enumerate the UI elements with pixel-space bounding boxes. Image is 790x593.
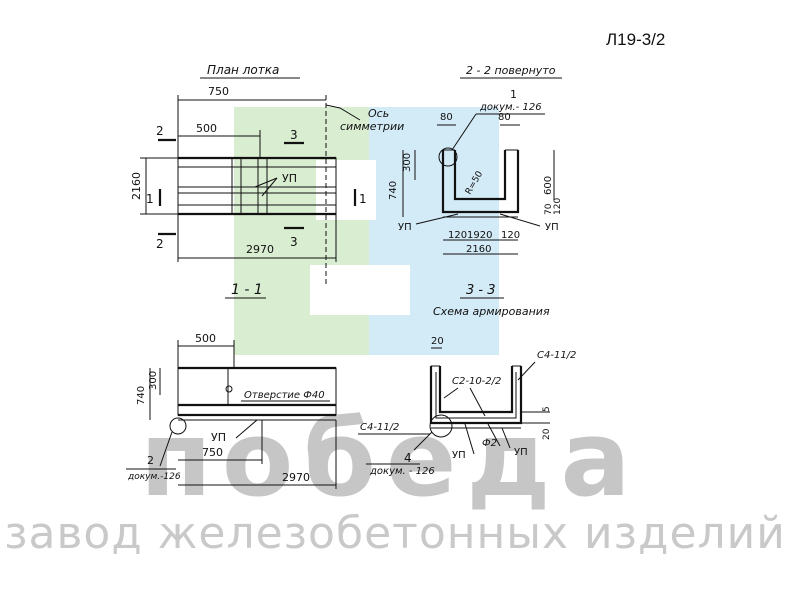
s22-dim-120a: 120 xyxy=(448,230,467,241)
section-2-2: 2 - 2 повернуто 1 докум.- 126 80 80 300 … xyxy=(388,64,563,255)
plan-dim-2970: 2970 xyxy=(246,243,274,256)
s22-r50: R=50 xyxy=(464,169,485,196)
s22-up-right: УП xyxy=(545,222,559,233)
s22-up-left: УП xyxy=(398,222,412,233)
axis-label-1: Ось xyxy=(368,107,389,120)
section-1-1: 1 - 1 500 740 300 Отверстие Ф40 УП 750 xyxy=(126,282,337,489)
cut-2-bottom: 2 xyxy=(156,237,164,251)
plan-dim-500: 500 xyxy=(196,122,217,135)
plan-title: План лотка xyxy=(207,63,279,77)
s33-dim-5: 5 xyxy=(542,406,552,412)
s22-dim-1920: 1920 xyxy=(467,230,492,241)
s33-dim-20r: 20 xyxy=(542,428,552,440)
s22-dim-120: 120 xyxy=(553,198,563,215)
s22-dim-300: 300 xyxy=(402,153,413,172)
s33-f2: Ф2 xyxy=(482,438,497,449)
cut-2-top: 2 xyxy=(156,124,164,138)
s11-callout-num: 2 xyxy=(147,454,154,467)
watermark-brand: победа xyxy=(140,398,641,520)
s22-dim-600: 600 xyxy=(543,176,554,195)
s22-dim-2160: 2160 xyxy=(466,244,491,255)
s33-c2: С2-10-2/2 xyxy=(452,376,501,387)
s33-up-2: УП xyxy=(514,447,528,458)
cut-3-top: 3 xyxy=(290,128,298,142)
s22-dim-80a: 80 xyxy=(440,112,453,123)
s11-hole-label: Отверстие Ф40 xyxy=(244,390,325,401)
s33-c4-left: С4-11/2 xyxy=(360,422,399,433)
s11-up-label: УП xyxy=(211,431,226,444)
cut-1-right: 1 xyxy=(359,192,367,206)
document-code: Л19-3/2 xyxy=(606,30,666,49)
s11-title: 1 - 1 xyxy=(231,282,263,298)
s22-title: 2 - 2 повернуто xyxy=(466,64,556,77)
s22-callout-num: 1 xyxy=(510,88,517,101)
s33-up-1: УП xyxy=(452,450,466,461)
s11-dim-750: 750 xyxy=(202,446,223,459)
cut-1-left: 1 xyxy=(146,192,154,206)
s11-dim-740: 740 xyxy=(136,386,147,405)
s11-dim-2970: 2970 xyxy=(282,471,310,484)
s33-callout-num: 4 xyxy=(404,451,412,465)
plan-dim-750: 750 xyxy=(208,85,229,98)
plan-view: План лотка Ось симметрии 750 xyxy=(130,63,404,285)
s33-dim-20: 20 xyxy=(431,336,444,347)
plan-dim-2160: 2160 xyxy=(130,172,143,200)
s22-dim-80b: 80 xyxy=(498,112,511,123)
s22-callout-doc: докум.- 126 xyxy=(479,102,542,113)
s22-dim-70: 70 xyxy=(544,203,554,215)
s11-dim-500: 500 xyxy=(195,332,216,345)
s22-dim-740: 740 xyxy=(388,181,399,200)
s33-c4-top: С4-11/2 xyxy=(537,350,576,361)
axis-label-2: симметрии xyxy=(340,120,404,133)
cut-3-bottom: 3 xyxy=(290,235,298,249)
plan-up-label: УП xyxy=(282,172,297,185)
s22-dim-120b: 120 xyxy=(501,230,520,241)
s11-callout-doc: докум.-126 xyxy=(127,472,181,482)
s11-dim-300: 300 xyxy=(148,371,159,390)
s33-subtitle: Схема армирования xyxy=(433,305,550,318)
s33-title: 3 - 3 xyxy=(466,283,496,298)
section-3-3: 3 - 3 Схема армирования 20 С4-11/2 С2-10… xyxy=(358,283,576,477)
s33-callout-doc: докум. - 126 xyxy=(369,466,435,477)
watermark-tagline: завод железобетонных изделий xyxy=(4,508,786,559)
